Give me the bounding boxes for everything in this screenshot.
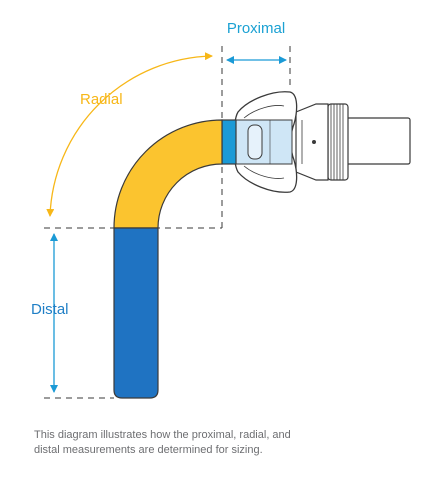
radial-segment <box>113 119 223 229</box>
proximal-label: Proximal <box>227 20 285 37</box>
connector-pin <box>312 140 316 144</box>
proximal-segment <box>221 119 237 165</box>
caption-line-1: This diagram illustrates how the proxima… <box>34 429 291 441</box>
ribbed-collar <box>327 103 349 181</box>
connector-end-tube <box>345 117 411 165</box>
tube-hub <box>235 119 293 165</box>
connector-assembly <box>232 91 411 193</box>
radial-arrow <box>46 52 213 217</box>
distal-label: Distal <box>31 301 69 318</box>
radial-label: Radial <box>80 91 123 108</box>
distal-segment <box>113 227 159 399</box>
caption-line-2: distal measurements are determined for s… <box>34 444 263 456</box>
reference-lines <box>44 46 291 399</box>
caption: This diagram illustrates how the proxima… <box>34 428 404 458</box>
hub-window <box>247 124 263 160</box>
